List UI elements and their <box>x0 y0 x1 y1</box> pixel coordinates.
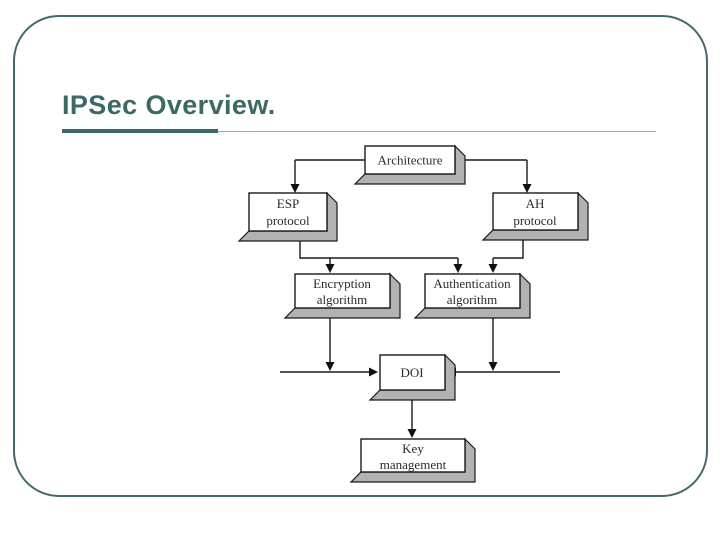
box-ah-label-line1: AH <box>526 196 545 211</box>
box-authentication-label-line2: algorithm <box>447 292 498 307</box>
box-encryption-label-line1: Encryption <box>313 276 371 291</box>
arrow-down-encryption <box>325 264 335 273</box>
arrow-down-key-management <box>407 429 417 438</box>
box-key-label-line2: management <box>380 457 447 472</box>
title-underline-thick <box>62 129 218 133</box>
box-ah-label-line2: protocol <box>513 213 557 228</box>
arrow-right-into-doi <box>369 367 378 377</box>
box-esp-protocol: ESP protocol <box>237 191 338 242</box>
box-ah-face <box>492 192 579 231</box>
box-doi-label: DOI <box>400 365 423 380</box>
arrow-down-ah <box>522 184 532 193</box>
arrow-down-esp <box>290 184 300 193</box>
box-esp-label-line2: protocol <box>266 213 310 228</box>
arrow-down-onto-right-line <box>488 362 498 371</box>
box-ah-protocol: AH protocol <box>481 191 589 241</box>
box-encryption-algorithm: Encryption algorithm <box>283 272 401 319</box>
arrowheads <box>290 184 532 438</box>
box-encryption-face <box>294 273 391 309</box>
arrow-down-authentication-left <box>453 264 463 273</box>
connector-lines <box>280 159 560 430</box>
box-doi-face <box>379 354 446 391</box>
box-architecture-face <box>364 145 456 175</box>
box-esp-face <box>248 192 328 232</box>
title-underline-thin <box>218 131 656 132</box>
box-authentication-algorithm: Authentication algorithm <box>413 272 531 319</box>
arrow-down-authentication-right <box>488 264 498 273</box>
page-title: IPSec Overview. <box>62 90 276 120</box>
box-authentication-face <box>424 273 521 309</box>
box-esp-label-line1: ESP <box>277 196 299 211</box>
arrow-down-onto-left-line <box>325 362 335 371</box>
box-authentication-label-line1: Authentication <box>433 276 511 291</box>
box-key-label-line1: Key <box>402 441 424 456</box>
box-architecture-label: Architecture <box>378 153 443 168</box>
box-architecture: Architecture <box>353 144 466 185</box>
box-encryption-label-line2: algorithm <box>317 292 368 307</box>
box-key-management: Key management <box>349 437 476 483</box>
box-doi: DOI <box>368 353 456 401</box>
slide-border <box>13 15 708 497</box>
box-key-face <box>360 438 466 473</box>
